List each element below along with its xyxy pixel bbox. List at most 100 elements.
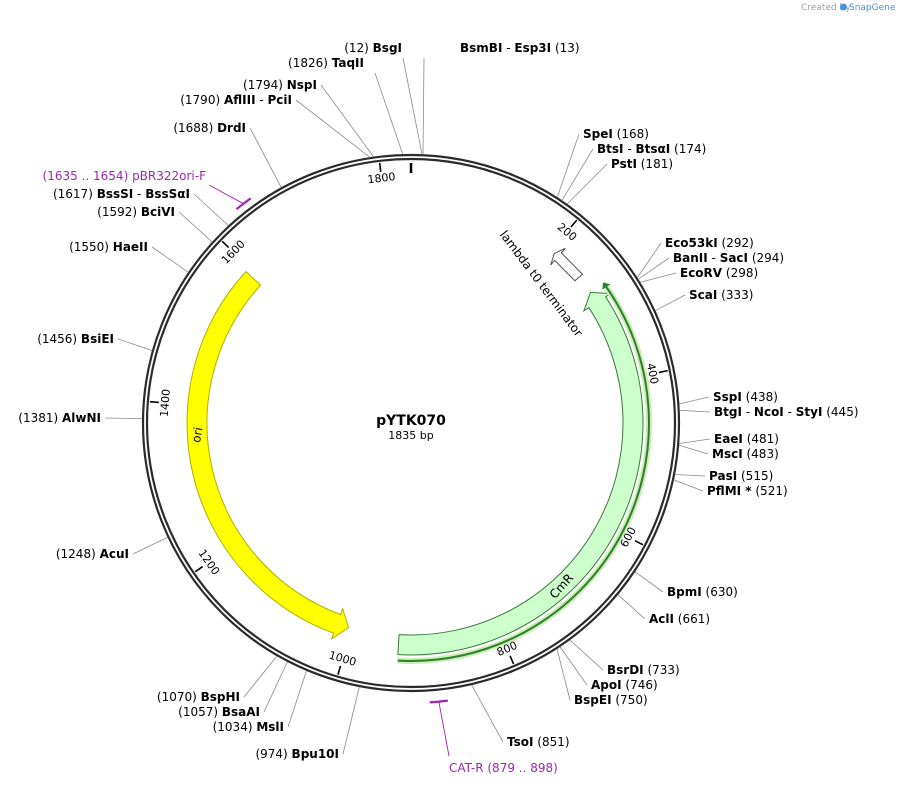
orf-arrowhead [602, 282, 611, 290]
site-label[interactable]: ApoI (746) [591, 678, 658, 692]
site-leader-line [402, 57, 423, 155]
snapgene-logo-icon [840, 3, 847, 11]
site-label[interactable]: EaeI (481) [714, 432, 779, 446]
site-leader-line [117, 338, 153, 351]
site-label[interactable]: Eco53kI (292) [665, 236, 754, 250]
site-leader-line [295, 99, 370, 158]
plasmid-name: pYTK070 [376, 413, 446, 429]
ruler-tick-label: 400 [644, 362, 661, 385]
site-leader-line [569, 639, 604, 671]
feature-label-lambda-t0-terminator: lambda t0 terminator [497, 228, 586, 339]
site-label[interactable]: MscI (483) [712, 447, 779, 461]
orf-line[interactable] [397, 282, 650, 662]
site-leader-line [243, 655, 278, 698]
backbone-inner-circle [145, 157, 677, 689]
snapgene-credit: Created by SnapGene [801, 3, 896, 13]
site-label[interactable]: (1248) AcuI [56, 547, 129, 561]
site-label[interactable]: BpmI (630) [667, 585, 738, 599]
credit-brand: SnapGene [849, 3, 896, 13]
ruler-tick-label: 1000 [327, 649, 358, 669]
backbone [141, 153, 681, 693]
site-leader-line [422, 57, 425, 155]
ruler-tick [149, 400, 159, 404]
site-label[interactable]: (1617) BssSI - BssSαI [53, 187, 190, 201]
ruler-tick-label: 1800 [367, 170, 396, 186]
site-leader-line [193, 193, 229, 226]
site-label[interactable]: BsmBI - Esp3I (13) [460, 41, 580, 55]
primer-label[interactable]: CAT-R (879 .. 898) [449, 761, 558, 775]
ruler-tick-label: 1400 [158, 388, 173, 417]
site-label[interactable]: AclI (661) [649, 612, 710, 626]
feature-lambda-t0-terminator-arrow[interactable] [550, 247, 584, 282]
site-label[interactable]: PstI (181) [611, 157, 673, 171]
site-label[interactable]: BtgI - NcoI - StyI (445) [714, 405, 859, 419]
primer-binding-arc[interactable] [235, 197, 252, 211]
site-leader-line [263, 661, 288, 713]
site-leader-line [374, 72, 404, 155]
site-label[interactable]: (1826) TaqII [288, 56, 364, 70]
ruler-tick-label: 200 [555, 220, 579, 243]
site-label[interactable]: ScaI (333) [689, 288, 753, 302]
site-leader-line [342, 686, 360, 755]
site-leader-line [559, 646, 588, 686]
site-label[interactable]: (1456) BsiEI [37, 332, 114, 346]
site-label[interactable]: (1057) BsaAI [178, 705, 260, 719]
site-label[interactable]: BanII - SacI (294) [673, 251, 784, 265]
site-label[interactable]: (1688) DrdI [173, 121, 246, 135]
site-leader-line [638, 257, 670, 280]
site-label[interactable]: (1070) BspHI [157, 690, 240, 704]
site-leader-line [634, 571, 664, 593]
site-label[interactable]: (1550) HaeII [69, 240, 148, 254]
feature-label-ori: ori [189, 426, 205, 444]
restriction-sites: (12) BsgI BsmBI - Esp3I (13) SpeI (168)Bts… [18, 41, 858, 761]
site-leader-line [566, 163, 608, 205]
site-label[interactable]: BtsI - BtsαI (174) [597, 142, 706, 156]
feature-ori-arrow[interactable] [186, 270, 350, 641]
site-label[interactable]: BspEI (750) [574, 693, 648, 707]
site-label[interactable]: PasI (515) [709, 469, 773, 483]
site-leader-line [556, 133, 580, 198]
site-label[interactable]: SpeI (168) [583, 127, 649, 141]
site-label[interactable]: (1592) BciVI [97, 205, 175, 219]
primer-leader-line [208, 184, 244, 205]
ruler-tick-label: 1200 [196, 547, 223, 577]
plasmid-length: 1835 bp [388, 429, 433, 442]
feature-cmr-arrow[interactable] [397, 291, 644, 656]
site-label[interactable]: (974) Bpu10I [255, 747, 339, 761]
site-label[interactable]: BsrDI (733) [607, 663, 680, 677]
site-leader-line [320, 84, 374, 157]
site-leader-line [556, 648, 571, 701]
ruler-tick [221, 240, 230, 249]
ruler-tick [658, 369, 668, 374]
site-label[interactable]: (1034) MslI [213, 720, 284, 734]
site-leader-line [674, 474, 706, 477]
site-leader-line [132, 537, 168, 555]
site-label[interactable]: (1794) NspI [243, 78, 317, 92]
plasmid-center-label: pYTK070 1835 bp [376, 413, 446, 442]
site-leader-line [617, 594, 646, 620]
site-leader-line [471, 684, 504, 743]
primer-label[interactable]: (1635 .. 1654) pBR322ori-F [43, 169, 207, 183]
ruler-tick [570, 219, 578, 228]
site-leader-line [636, 242, 662, 278]
ruler-tick [194, 565, 204, 573]
primers: (1635 .. 1654) pBR322ori-F CAT-R (879 .. … [43, 169, 558, 775]
site-label[interactable]: TsoI (851) [507, 735, 570, 749]
site-label[interactable]: (12) BsgI [344, 41, 402, 55]
ruler-tick [509, 655, 515, 665]
site-label[interactable]: PflMI * (521) [707, 484, 788, 498]
primer-leader-line [438, 701, 450, 757]
site-label[interactable]: EcoRV (298) [680, 266, 758, 280]
site-label[interactable]: (1790) AflIII - PciI [180, 93, 292, 107]
site-leader-line [655, 294, 686, 312]
site-leader-line [679, 409, 711, 413]
site-leader-line [287, 670, 307, 728]
site-leader-line [104, 417, 143, 419]
site-label[interactable]: (1381) AlwNI [18, 411, 101, 425]
credit-prefix: Created by [801, 3, 851, 13]
site-leader-line [640, 272, 677, 283]
site-label[interactable]: SspI (438) [713, 390, 778, 404]
site-leader-line [561, 148, 594, 201]
